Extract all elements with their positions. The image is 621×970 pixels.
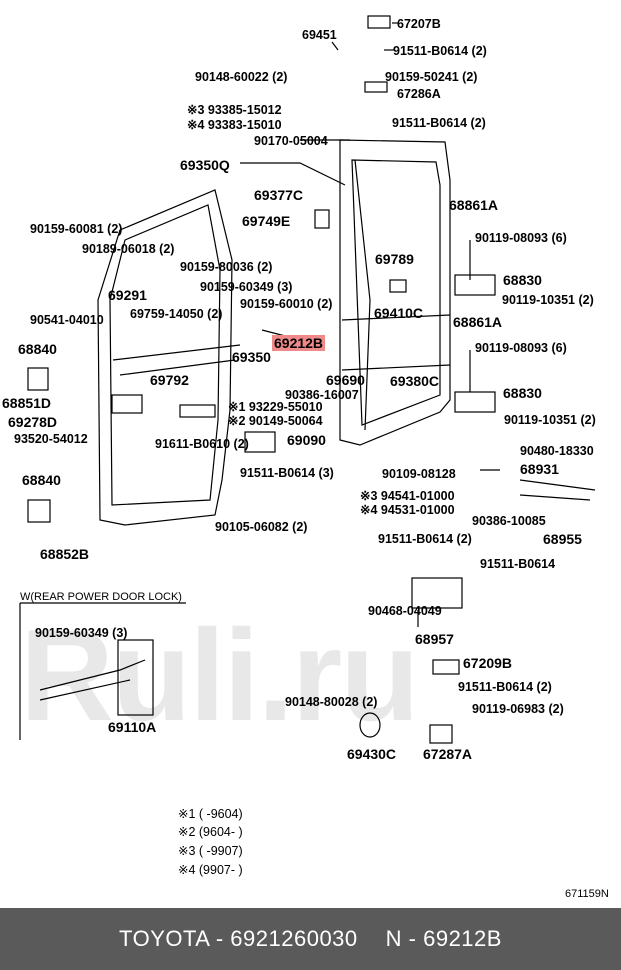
callout: 67207B	[397, 17, 441, 31]
callout: 67209B	[463, 655, 513, 671]
callout: 90189-06018 (2)	[82, 242, 175, 256]
callout: 90159-60081 (2)	[30, 222, 123, 236]
callout: 90468-04049	[368, 604, 442, 618]
callout: 69377C	[254, 187, 304, 203]
callout: ※4 93383-15010	[187, 118, 282, 132]
callout: 91511-B0614	[480, 557, 556, 571]
callout: 90159-60010 (2)	[240, 297, 333, 311]
legend-line: ※2 (9604- )	[178, 825, 243, 839]
callout: 68830	[503, 385, 542, 401]
callout: 91511-B0614 (2)	[393, 44, 487, 58]
callout: 68861A	[449, 197, 499, 213]
watermark: Ruli.ru	[20, 602, 420, 748]
callout: 69451	[302, 28, 337, 42]
callout: 91511-B0614 (2)	[378, 532, 472, 546]
legend-line: ※1 ( -9604)	[178, 807, 243, 821]
footer-catalog-number: N - 69212B	[385, 926, 502, 951]
legend-line: ※4 (9907- )	[178, 863, 243, 877]
callout: 69789	[375, 251, 414, 267]
callout: 68955	[543, 531, 582, 547]
callout: 91511-B0614 (2)	[458, 680, 552, 694]
callout: 68840	[22, 472, 61, 488]
callout: 67286A	[397, 87, 441, 101]
callout: 90386-10085	[472, 514, 546, 528]
callout: 90105-06082 (2)	[215, 520, 308, 534]
callout: 69090	[287, 432, 326, 448]
callout: 90148-60022 (2)	[195, 70, 288, 84]
callout: 90386-16007	[285, 388, 359, 402]
callout: 69430C	[347, 746, 397, 762]
callout: 90119-08093 (6)	[475, 341, 567, 355]
callout: 90148-80028 (2)	[285, 695, 378, 709]
callout: 69350Q	[180, 157, 230, 173]
callout: 90159-50241 (2)	[385, 70, 478, 84]
callout: 90480-18330	[520, 444, 594, 458]
callout: 90541-04010	[30, 313, 104, 327]
callout: 69380C	[390, 373, 440, 389]
drawing-code: 671159N	[565, 888, 609, 900]
callout: ※4 94531-01000	[360, 503, 455, 517]
callout: 69110A	[108, 719, 157, 735]
callout: ※2 90149-50064	[228, 414, 323, 428]
callout: 68861A	[453, 314, 503, 330]
highlighted-part-number: 69212B	[272, 335, 326, 351]
callout: 69291	[108, 287, 147, 303]
callout: ※1 93229-55010	[228, 400, 323, 414]
callout: 90159-60349 (3)	[200, 280, 293, 294]
callout: 90119-10351 (2)	[502, 293, 594, 307]
callout: 90159-80036 (2)	[180, 260, 273, 274]
callout: 68852B	[40, 546, 90, 562]
inset-title: W(REAR POWER DOOR LOCK)	[20, 591, 182, 603]
callout: 68840	[18, 341, 57, 357]
callout: ※3 93385-15012	[187, 103, 282, 117]
parts-diagram: Ruli.ru	[2, 15, 609, 900]
callout: 69350	[232, 349, 271, 365]
callout: 69792	[150, 372, 189, 388]
callout: 68931	[520, 461, 559, 477]
callout: 69690	[326, 372, 365, 388]
callout: 68851D	[2, 395, 52, 411]
callout: 90159-60349 (3)	[35, 626, 128, 640]
callout: 93520-54012	[14, 432, 88, 446]
callout: 68957	[415, 631, 454, 647]
callout: 91511-B0614 (3)	[240, 466, 334, 480]
callout: 90119-06983 (2)	[472, 702, 564, 716]
callout: 91611-B0610 (2)	[155, 437, 249, 451]
callout: 69410C	[374, 305, 424, 321]
footer-bar: TOYOTA - 6921260030 N - 69212B	[0, 908, 621, 970]
callout: 69749E	[242, 213, 291, 229]
callout: 67287A	[423, 746, 473, 762]
callout: 69759-14050 (2)	[130, 307, 223, 321]
callout: 69278D	[8, 414, 58, 430]
footer-brand-part-number: TOYOTA - 6921260030	[119, 926, 358, 951]
highlighted-part-callout: 69212B	[272, 335, 326, 351]
callout: 68830	[503, 272, 542, 288]
callout: ※3 94541-01000	[360, 489, 455, 503]
callout: 90119-10351 (2)	[504, 413, 596, 427]
callout: 91511-B0614 (2)	[392, 116, 486, 130]
callout: 90109-08128	[382, 467, 456, 481]
callout: 90119-08093 (6)	[475, 231, 567, 245]
legend-line: ※3 ( -9907)	[178, 844, 243, 858]
callout: 90170-05004	[254, 134, 328, 148]
